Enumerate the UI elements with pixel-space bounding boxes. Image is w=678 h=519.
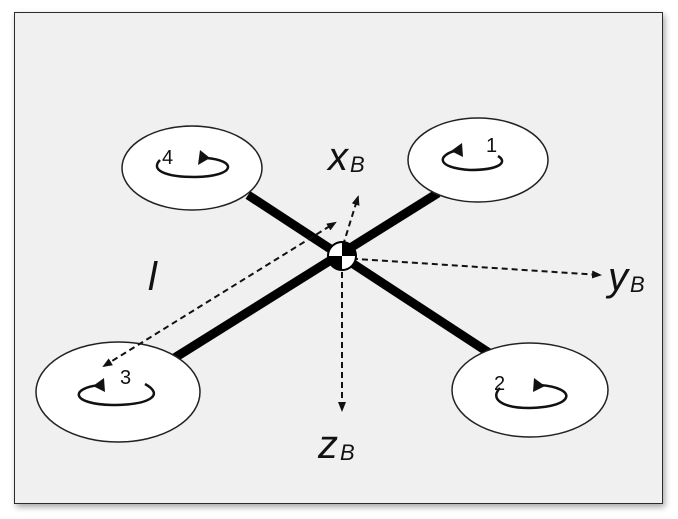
rotor-1 [407, 117, 549, 203]
rotor-1-number: 1 [486, 135, 497, 157]
arm-length-arrow [102, 221, 337, 368]
spin-arrow-icon [533, 378, 545, 392]
spin-arrow-icon [198, 150, 210, 165]
spin-arrow-icon [77, 382, 156, 407]
rotor-3-number: 3 [120, 367, 131, 389]
arm-4-2 [245, 191, 503, 364]
y-axis-label: yB [605, 255, 645, 299]
spin-arrow-icon [93, 378, 105, 392]
spin-arrow-icon [441, 148, 504, 172]
y-axis-arrow [341, 257, 602, 279]
x-axis-label: xB [326, 135, 365, 179]
rotor-2-number: 2 [494, 373, 505, 395]
spin-arrow-icon [451, 143, 463, 157]
spin-arrow-icon [495, 383, 568, 410]
spin-arrow-icon [155, 156, 230, 179]
center-of-mass-icon [327, 241, 357, 271]
rotor-4 [121, 125, 263, 211]
rotor-3 [35, 341, 201, 443]
z-axis-label: zB [317, 423, 355, 467]
rotor-4-number: 4 [162, 147, 173, 169]
rotor-2 [451, 342, 609, 438]
arm-length-label: l [148, 255, 158, 299]
arm-3-1 [165, 189, 441, 366]
